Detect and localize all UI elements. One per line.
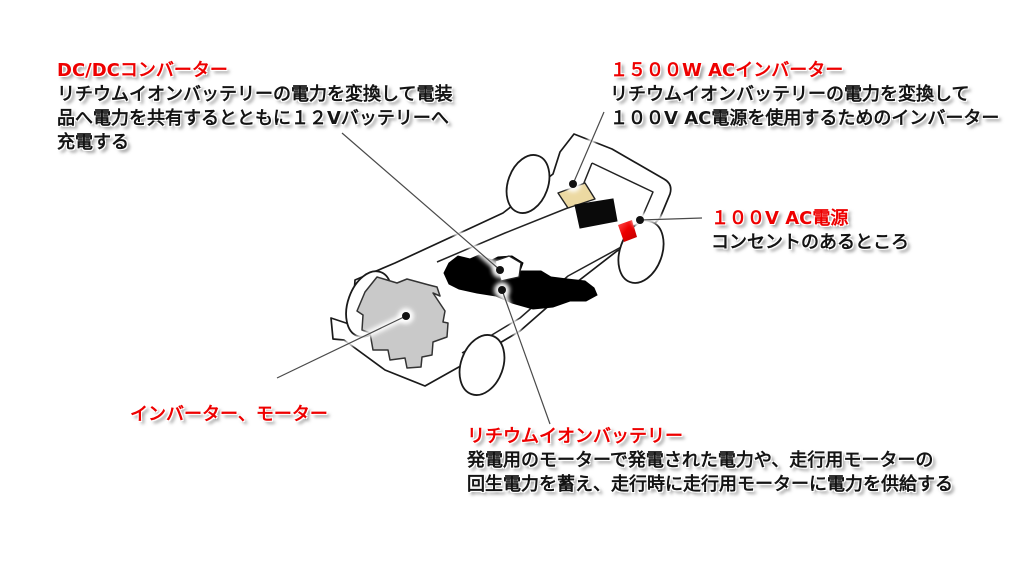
callout-dcdc-converter: DC/DCコンバーター リチウムイオンバッテリーの電力を変換して電装 品へ電力を… bbox=[57, 59, 452, 155]
callout-ac-outlet: １００V AC電源 コンセントのあるところ bbox=[711, 207, 909, 255]
callout-dots bbox=[402, 180, 644, 320]
leader-line-dcdc bbox=[341, 132, 501, 271]
callout-dcdc-desc-line3: 充電する bbox=[57, 132, 129, 153]
callout-dot-ac-outlet bbox=[636, 216, 644, 224]
callout-ac-inverter-desc-line2: １００V AC電源を使用するためのインバーター bbox=[610, 108, 1000, 129]
callout-battery-desc-line2: 回生電力を蓄え、走行時に走行用モーターに電力を供給する bbox=[467, 474, 953, 495]
leader-line-battery bbox=[501, 289, 551, 425]
callout-inverter-motor: インバーター、モーター bbox=[130, 403, 328, 427]
callout-dot-battery bbox=[498, 286, 506, 294]
callout-ac-outlet-desc-line1: コンセントのあるところ bbox=[711, 232, 909, 253]
callout-ac-outlet-title: １００V AC電源 bbox=[711, 208, 849, 229]
callout-battery-desc-line1: 発電用のモーターで発電された電力や、走行用モーターの bbox=[467, 450, 934, 471]
wheel-rear-left bbox=[505, 154, 551, 214]
callout-dot-inverter-motor bbox=[402, 312, 410, 320]
inverter-black-module bbox=[574, 198, 618, 229]
callout-inverter-motor-title: インバーター、モーター bbox=[130, 404, 328, 425]
100v-ac-outlet bbox=[618, 220, 637, 242]
callout-dcdc-desc-line1: リチウムイオンバッテリーの電力を変換して電装 bbox=[57, 84, 453, 105]
callout-ac-inverter-title: １５００W ACインバーター bbox=[610, 60, 844, 81]
wheel-front-right bbox=[458, 334, 506, 396]
leader-line-ac-inverter bbox=[572, 111, 605, 185]
leader-line-ac-outlet bbox=[639, 217, 703, 221]
leader-lines bbox=[276, 111, 703, 425]
callout-ac-inverter: １５００W ACインバーター リチウムイオンバッテリーの電力を変換して １００V… bbox=[610, 59, 999, 131]
callout-lithium-battery: リチウムイオンバッテリー 発電用のモーターで発電された電力や、走行用モーターの … bbox=[467, 425, 953, 497]
leader-line-inverter-motor bbox=[276, 315, 407, 379]
callout-battery-title: リチウムイオンバッテリー bbox=[467, 426, 683, 447]
callout-dot-dcdc bbox=[496, 266, 504, 274]
callout-dcdc-desc-line2: 品へ電力を共有するとともに１２Vバッテリーへ bbox=[57, 108, 449, 129]
callout-ac-inverter-desc-line1: リチウムイオンバッテリーの電力を変換して bbox=[610, 84, 970, 105]
callout-dcdc-title: DC/DCコンバーター bbox=[57, 60, 228, 81]
callout-dot-ac-inverter bbox=[569, 180, 577, 188]
